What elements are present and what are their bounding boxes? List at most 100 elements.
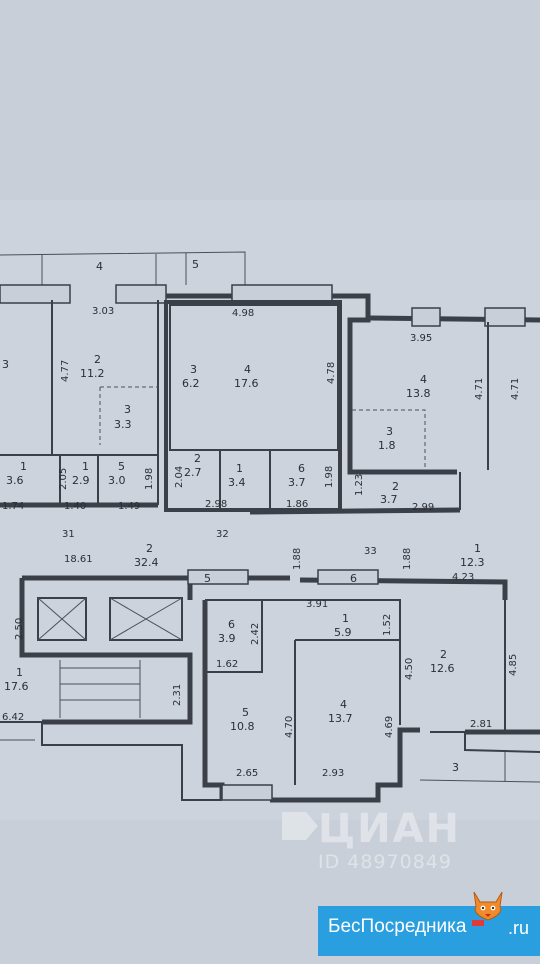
dimension: 2.99 (412, 502, 434, 513)
room-area: 12.3 (460, 556, 485, 569)
room-number: 3 (124, 403, 131, 416)
room-number: 3 (2, 358, 9, 371)
room-area: 3.3 (114, 418, 132, 431)
room-area: 10.8 (230, 720, 255, 733)
lower-walls (0, 569, 540, 803)
dimension: 1.88 (292, 548, 303, 570)
room-number: 2 (194, 452, 201, 465)
room-number: 1 (16, 666, 23, 679)
room-number: 5 (204, 572, 211, 585)
room-number: 4 (244, 363, 251, 376)
room-number: 4 (96, 260, 103, 273)
room-area: 2.9 (72, 474, 90, 487)
dimension: 4.50 (404, 658, 415, 680)
room-area: 3.0 (108, 474, 126, 487)
dimension: 4.71 (510, 378, 521, 400)
room-area: 17.6 (234, 377, 259, 390)
dimension: 3.91 (306, 599, 328, 610)
room-area: 11.2 (80, 367, 105, 380)
room-area: 5.9 (334, 626, 352, 639)
room-labels: 4 5 2 11.2 3 3.3 3 6.2 4 17.6 4 13.8 3 1… (2, 258, 485, 774)
room-number: 6 (228, 618, 235, 631)
dimension: 2.93 (322, 768, 344, 779)
dimension: 2.65 (236, 768, 258, 779)
badge-tld: .ru (508, 918, 530, 938)
dimension: 3.95 (410, 333, 432, 344)
dimension: 2.42 (250, 623, 261, 645)
dimension: 2.31 (172, 684, 183, 706)
walls (0, 284, 540, 515)
room-number: 1 (20, 460, 27, 473)
room-number: 2 (94, 353, 101, 366)
room-area: 3.6 (6, 474, 24, 487)
dimension: 1.98 (324, 466, 335, 488)
besposrednika-badge[interactable]: БесПосредника .ru (318, 891, 540, 956)
room-area: 17.6 (4, 680, 29, 693)
room-area: 32.4 (134, 556, 159, 569)
room-number: 3 (386, 425, 393, 438)
marker: 31 (62, 529, 75, 540)
room-area: 3.4 (228, 476, 246, 489)
room-area: 1.8 (378, 439, 396, 452)
dimension: 4.78 (326, 362, 337, 384)
room-number: 6 (298, 462, 305, 475)
cian-logo-icon (282, 812, 318, 840)
room-number: 1 (236, 462, 243, 475)
room-area: 3.7 (288, 476, 306, 489)
fox-mascot-icon (472, 891, 503, 926)
room-area: 3.7 (380, 493, 398, 506)
room-number: 1 (474, 542, 481, 555)
top-balcony (0, 251, 246, 290)
dimension: 1.88 (402, 548, 413, 570)
dimension: 2.05 (58, 468, 69, 490)
room-number: 4 (420, 373, 427, 386)
watermark-brand: ЦИАН (318, 806, 461, 852)
dimension: 4.77 (60, 360, 71, 382)
room-number: 5 (118, 460, 125, 473)
room-number: 4 (340, 698, 347, 711)
dimension: 4.23 (452, 572, 474, 583)
dimension: 6.42 (2, 712, 24, 723)
room-number: 6 (350, 572, 357, 585)
dimension: 4.69 (384, 716, 395, 738)
room-number: 5 (242, 706, 249, 719)
dimension: 1.74 (2, 501, 24, 512)
dimension: 4.98 (232, 308, 254, 319)
marker: 33 (364, 546, 377, 557)
dimension: 18.61 (64, 554, 93, 565)
room-area: 3.9 (218, 632, 236, 645)
badge-text: БесПосредника (328, 916, 467, 937)
room-number: 1 (342, 612, 349, 625)
dimension: 2.04 (174, 466, 185, 488)
dimension: 4.85 (508, 654, 519, 676)
dimension: 1.40 (64, 501, 86, 512)
dimension: 2.81 (470, 719, 492, 730)
dimension: 4.70 (284, 716, 295, 738)
dimension: 1.49 (118, 501, 140, 512)
room-number: 1 (82, 460, 89, 473)
marker: 32 (216, 529, 229, 540)
room-number: 2 (392, 480, 399, 493)
dimension: 2.50 (14, 618, 25, 640)
room-number: 2 (146, 542, 153, 555)
dimension: 1.98 (144, 468, 155, 490)
room-number: 2 (440, 648, 447, 661)
watermark-id: ID 48970849 (318, 851, 452, 873)
cian-watermark: ЦИАН ID 48970849 (282, 806, 461, 873)
dimension: 1.62 (216, 659, 238, 670)
dimension: 1.52 (382, 614, 393, 636)
room-area: 12.6 (430, 662, 455, 675)
dimension: 1.23 (354, 474, 365, 496)
dimension-labels: 3.03 4.98 3.95 4.77 4.78 4.71 4.71 2.05 … (2, 306, 521, 779)
room-area: 2.7 (184, 466, 202, 479)
room-area: 13.8 (406, 387, 431, 400)
room-area: 13.7 (328, 712, 353, 725)
dimension: 2.98 (205, 499, 227, 510)
dimension: 4.71 (474, 378, 485, 400)
dimension: 1.86 (286, 499, 308, 510)
room-number: 3 (452, 761, 459, 774)
room-number: 3 (190, 363, 197, 376)
dimension: 3.03 (92, 306, 114, 317)
